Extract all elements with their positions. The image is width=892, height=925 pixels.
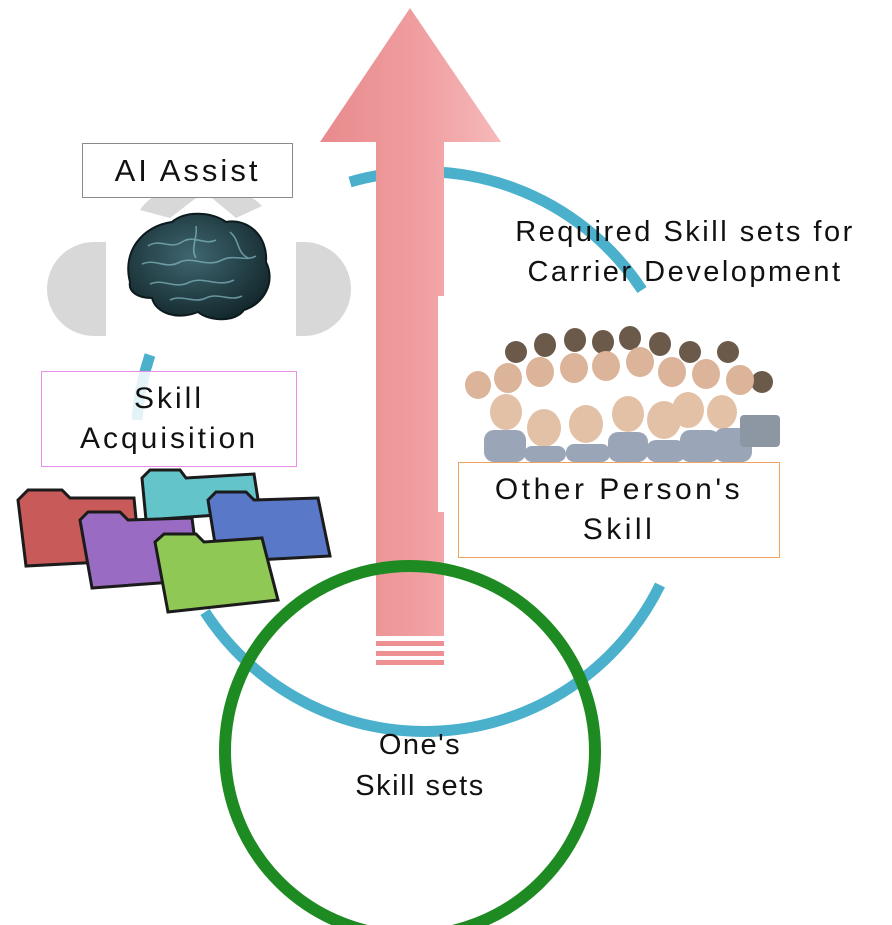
other-skill-line2: Skill [582,513,656,546]
skill-acquisition-line2: Acquisition [79,422,259,455]
ones-line2: Skill sets [355,770,485,802]
growth-arrow [320,8,501,665]
cycle-shape-icon [47,191,351,336]
ones-skill-sets-label: One's Skill sets [300,725,540,807]
folders-icon [16,468,332,614]
required-skill-sets-label: Required Skill sets for Carrier Developm… [470,212,892,292]
brain-icon [127,212,271,321]
required-line1: Required Skill sets for [515,216,855,248]
ones-line1: One's [378,729,462,761]
skill-acquisition-label: Skill Acquisition [41,371,297,467]
crowd-photo [463,326,781,462]
ai-assist-label: AI Assist [82,143,293,198]
required-line2: Carrier Development [527,256,843,288]
other-persons-skill-label: Other Person's Skill [458,462,780,558]
ai-assist-text: AI Assist [114,152,261,188]
skill-acquisition-line1: Skill [133,382,204,415]
other-skill-line1: Other Person's [494,473,744,506]
ones-skill-circle [219,560,601,925]
